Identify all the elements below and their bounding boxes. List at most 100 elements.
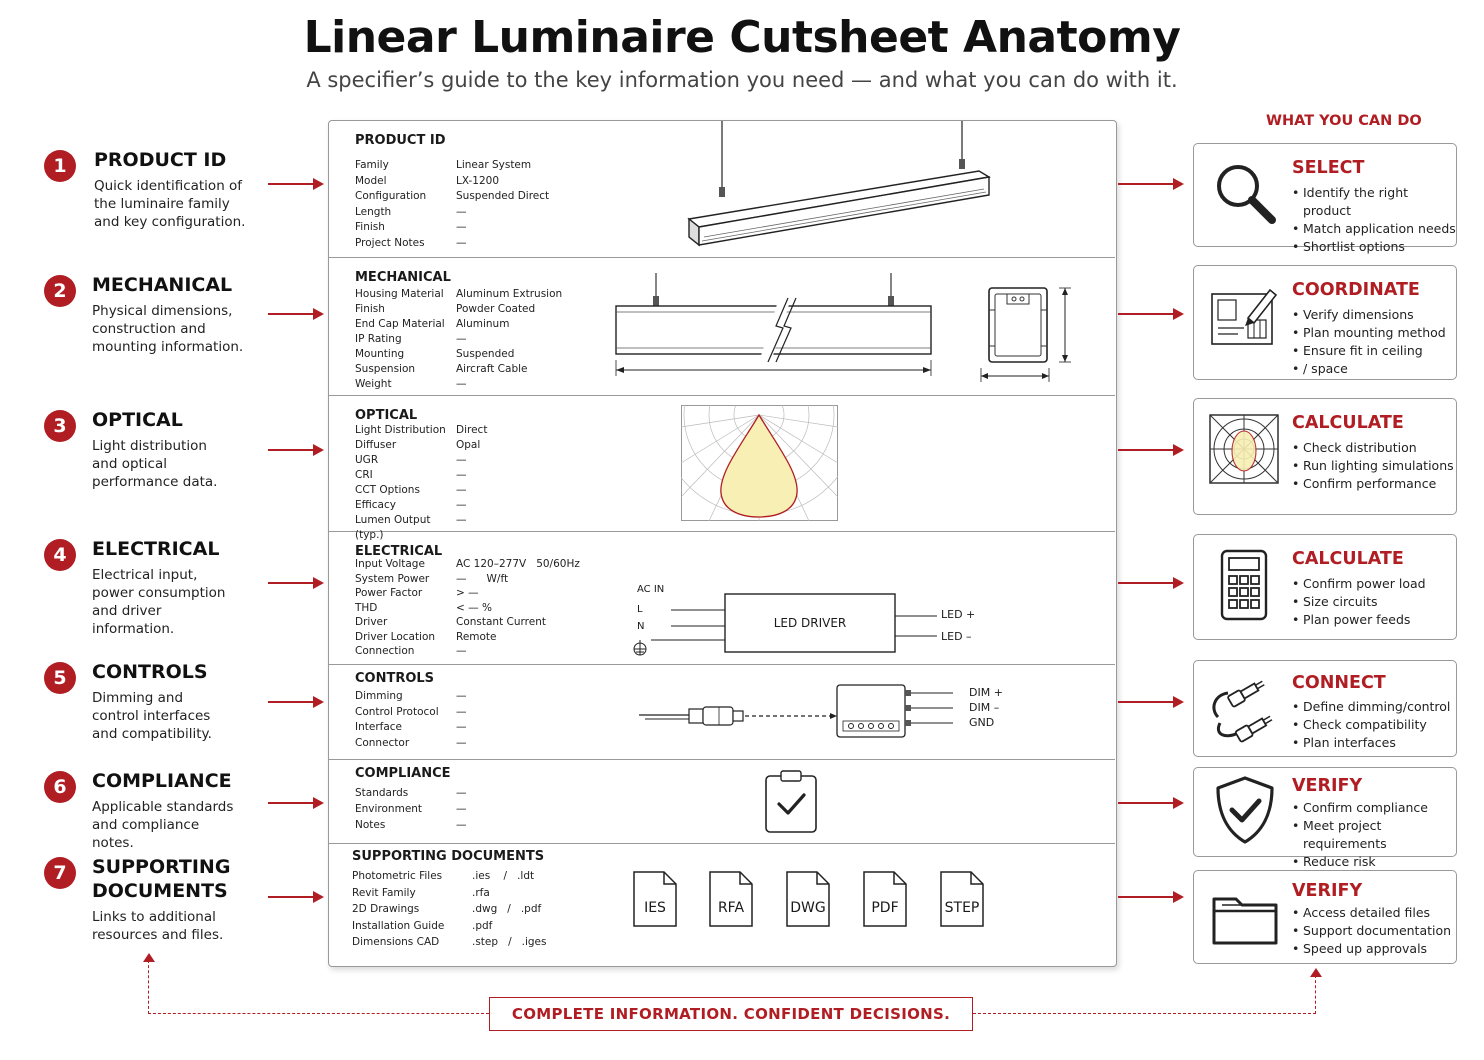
spec-key: End Cap Material	[355, 318, 445, 330]
action-box-calculate-electrical: CALCULATE Confirm power load Size circui…	[1193, 534, 1457, 640]
spec-value: Aluminum	[456, 318, 510, 330]
spec-key: Interface	[355, 721, 403, 733]
action-list: Check distribution Run lighting simulati…	[1292, 439, 1454, 493]
dwg-file-icon[interactable]: DWG	[785, 870, 831, 928]
left-section-product-id: 1 PRODUCT ID Quick identification of the…	[44, 148, 264, 231]
spec-value: .rfa	[472, 886, 490, 899]
action-list: Confirm compliance Meet project requirem…	[1292, 799, 1456, 871]
spec-key: Mounting	[355, 348, 405, 360]
spec-value: —	[456, 787, 467, 799]
action-item: Ensure fit in ceiling	[1292, 342, 1446, 360]
spec-value: —	[456, 819, 467, 831]
action-title: CALCULATE	[1292, 413, 1404, 433]
spec-key: Diffuser	[355, 439, 397, 451]
spec-key: Notes	[355, 819, 386, 831]
luminaire-section-profile	[980, 287, 1071, 382]
led-minus-label: LED –	[941, 630, 972, 643]
spec-value: —	[456, 690, 467, 702]
arrow	[268, 444, 324, 456]
left-section-desc: Quick identification of the luminaire fa…	[94, 178, 246, 230]
step-number: 4	[44, 539, 76, 571]
spec-value: .pdf	[472, 919, 493, 932]
left-section-mechanical: 2 MECHANICAL Physical dimensions, constr…	[44, 273, 264, 356]
spec-value: > —	[456, 587, 479, 599]
section-heading: COMPLIANCE	[355, 766, 451, 781]
spec-value: LX-1200	[456, 174, 500, 187]
ies-file-icon[interactable]: IES	[632, 870, 678, 928]
left-section-title: PRODUCT ID	[94, 149, 227, 171]
spec-value: —	[456, 803, 467, 815]
section-heading: OPTICAL	[355, 408, 418, 423]
step-number: 1	[44, 150, 76, 182]
polar-distribution-diagram	[681, 405, 838, 521]
spec-value: Aircraft Cable	[456, 363, 528, 375]
spec-value: —	[456, 514, 467, 526]
control-wiring-diagram: DIM + DIM – GND	[639, 679, 1019, 749]
spec-key: CCT Options	[355, 484, 420, 496]
spec-key: UGR	[355, 454, 379, 466]
left-section-desc: Physical dimensions, construction and mo…	[92, 303, 244, 355]
step-number: 5	[44, 662, 76, 694]
gnd-label: GND	[969, 716, 995, 729]
arrow	[268, 577, 324, 589]
action-item: Verify dimensions	[1292, 306, 1446, 324]
luminaire-perspective-illustration	[687, 121, 991, 247]
footer-tagline: COMPLETE INFORMATION. CONFIDENT DECISION…	[489, 997, 973, 1031]
left-section-title: CONTROLS	[92, 661, 208, 683]
left-section-desc: Applicable standards and compliance note…	[92, 799, 234, 851]
file-label: RFA	[717, 900, 745, 916]
spec-key: Project Notes	[355, 236, 425, 249]
arrow	[1118, 178, 1184, 190]
spec-value: —	[456, 736, 467, 749]
spec-value: —	[456, 378, 467, 390]
spec-value: —	[456, 454, 467, 466]
action-item: Plan interfaces	[1292, 734, 1450, 752]
action-list: Access detailed files Support documentat…	[1292, 904, 1451, 958]
spec-key: CRI	[355, 469, 373, 481]
spec-key: Driver Location	[355, 630, 436, 643]
shield-check-icon	[1216, 776, 1274, 844]
spec-value: —	[456, 484, 467, 496]
action-item: Check distribution	[1292, 439, 1454, 457]
section-heading: CONTROLS	[355, 671, 435, 686]
step-number: 2	[44, 275, 76, 307]
spec-key: Weight	[355, 378, 392, 390]
pdf-file-icon[interactable]: PDF	[862, 870, 908, 928]
cable-connector-icon	[1212, 680, 1273, 743]
spec-key: Finish	[355, 303, 385, 315]
up-arrowhead-left	[143, 953, 155, 962]
spec-key: Control Protocol	[355, 705, 439, 718]
arrow	[268, 178, 324, 190]
file-label: DWG	[790, 900, 826, 916]
spec-key: Finish	[355, 221, 385, 233]
action-item: Confirm performance	[1292, 475, 1454, 493]
action-title: COORDINATE	[1292, 280, 1420, 300]
spec-value: —	[456, 721, 467, 733]
action-item: Speed up approvals	[1292, 940, 1451, 958]
dashed-connector-left	[148, 960, 489, 1014]
action-item: Support documentation	[1292, 922, 1451, 940]
spec-key: Model	[355, 174, 387, 187]
spec-key: System Power	[355, 572, 430, 585]
spec-key: Efficacy	[355, 499, 396, 511]
action-list: Verify dimensions Plan mounting method E…	[1292, 306, 1446, 378]
left-section-title: ELECTRICAL	[92, 538, 220, 560]
spec-value: Suspended Direct	[456, 190, 550, 202]
section-heading: MECHANICAL	[355, 270, 451, 285]
blueprint-pencil-icon	[1211, 288, 1278, 345]
spec-value: Powder Coated	[456, 303, 536, 315]
action-item: Meet project requirements	[1292, 817, 1456, 853]
rfa-file-icon[interactable]: RFA	[708, 870, 754, 928]
left-section-desc: Links to additional resources and files.	[92, 909, 224, 943]
file-label: PDF	[871, 900, 899, 916]
sheet-section-compliance: COMPLIANCE Standards— Environment— Notes…	[329, 760, 1115, 844]
spec-key: Lumen Output (typ.)	[355, 514, 431, 541]
left-section-title: SUPPORTING DOCUMENTS	[92, 856, 231, 902]
action-title: SELECT	[1292, 158, 1365, 178]
action-item: Confirm power load	[1292, 575, 1426, 593]
left-section-title: OPTICAL	[92, 409, 183, 431]
step-file-icon[interactable]: STEP	[939, 870, 985, 928]
spec-value: .dwg / .pdf	[472, 903, 542, 915]
